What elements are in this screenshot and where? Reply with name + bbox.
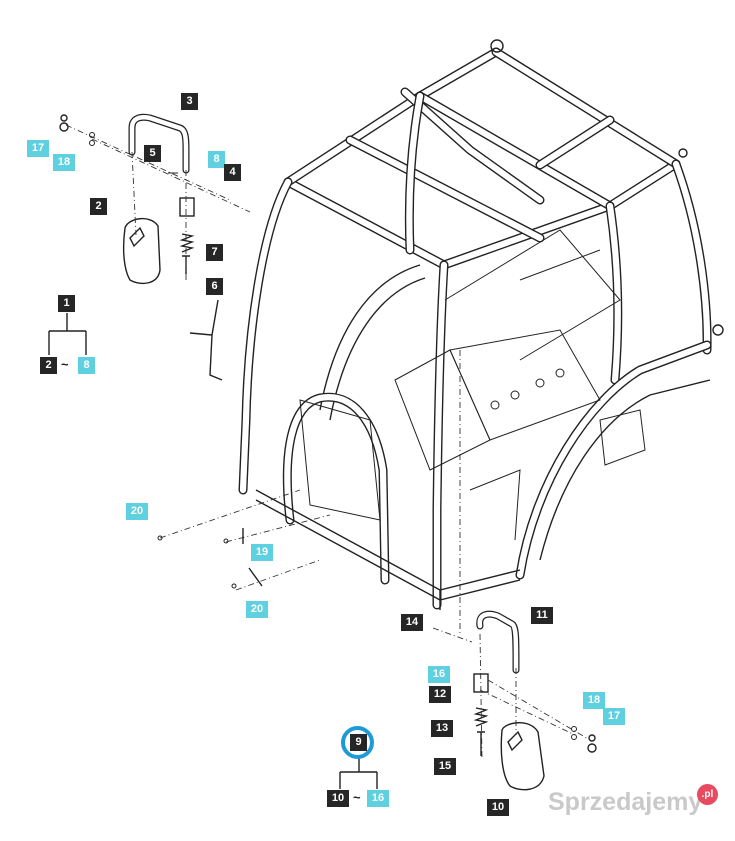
callout-10: 10 bbox=[487, 799, 509, 816]
callout-13: 13 bbox=[431, 720, 453, 737]
callout-18-right: 18 bbox=[583, 692, 605, 709]
callout-3: 3 bbox=[181, 93, 198, 110]
watermark-badge: .pl bbox=[697, 784, 718, 805]
range-tilde-2: ~ bbox=[353, 790, 361, 805]
callout-6: 6 bbox=[206, 278, 223, 295]
callout-20: 20 bbox=[126, 503, 148, 520]
callout-9: 9 bbox=[350, 734, 367, 751]
callout-12: 12 bbox=[429, 686, 451, 703]
mirror-assembly-left bbox=[59, 113, 195, 285]
callout-8-range-end: 8 bbox=[78, 357, 95, 374]
callout-8: 8 bbox=[208, 151, 225, 168]
hierarchy-bracket-9 bbox=[339, 755, 378, 789]
highlight-ring bbox=[341, 726, 374, 759]
cab-roll-cage bbox=[189, 39, 724, 610]
callout-15: 15 bbox=[434, 758, 456, 775]
callout-17-right: 17 bbox=[603, 708, 625, 725]
callout-1: 1 bbox=[58, 295, 75, 312]
hierarchy-bracket-1 bbox=[48, 313, 87, 355]
leader-lines-bottom-right bbox=[432, 350, 591, 761]
callout-11: 11 bbox=[531, 607, 553, 624]
range-tilde: ~ bbox=[61, 357, 69, 372]
callout-5: 5 bbox=[144, 145, 161, 162]
callout-10-range-start: 10 bbox=[327, 790, 349, 807]
callout-16: 16 bbox=[428, 666, 450, 683]
callout-2-range-start: 2 bbox=[40, 357, 57, 374]
callout-18: 18 bbox=[53, 154, 75, 171]
callout-7: 7 bbox=[206, 244, 223, 261]
callout-14: 14 bbox=[401, 614, 423, 631]
leader-lines-top-left bbox=[65, 124, 251, 280]
callout-19: 19 bbox=[251, 544, 273, 561]
callout-17: 17 bbox=[27, 140, 49, 157]
watermark-text: Sprzedajemy bbox=[548, 788, 703, 816]
mirror-assembly-right bbox=[473, 610, 597, 791]
callout-4: 4 bbox=[224, 164, 241, 181]
callout-2: 2 bbox=[90, 198, 107, 215]
leader-lines-bottom-left bbox=[157, 489, 331, 591]
callout-20-lower: 20 bbox=[246, 601, 268, 618]
callout-16-range-end: 16 bbox=[367, 790, 389, 807]
